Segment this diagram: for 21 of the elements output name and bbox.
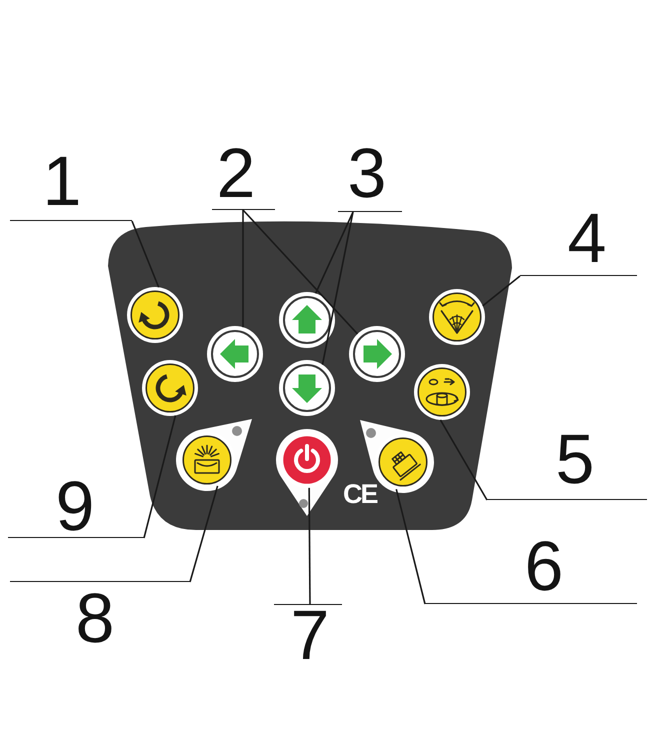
leader-line — [189, 486, 218, 582]
callout-number: 9 — [8, 478, 144, 538]
leader-line — [143, 415, 176, 538]
leader-line — [242, 210, 244, 328]
leader-line — [308, 488, 311, 605]
callout-number: 2 — [212, 145, 275, 210]
callout-number: 8 — [10, 581, 190, 646]
ce-mark: CE — [343, 480, 377, 508]
leader-line — [242, 209, 358, 334]
callout-number: 4 — [520, 210, 637, 276]
callout-number: 7 — [274, 604, 342, 662]
leader-line — [440, 420, 488, 500]
callout-number: 1 — [10, 153, 132, 222]
leader-line — [314, 212, 354, 294]
leader-line — [396, 489, 426, 604]
callout-number: 3 — [338, 145, 402, 212]
leader-line — [131, 220, 160, 288]
callout-number: 6 — [425, 538, 637, 604]
leader-line — [482, 275, 520, 306]
callout-number: 5 — [487, 431, 647, 500]
leader-line — [322, 212, 354, 365]
